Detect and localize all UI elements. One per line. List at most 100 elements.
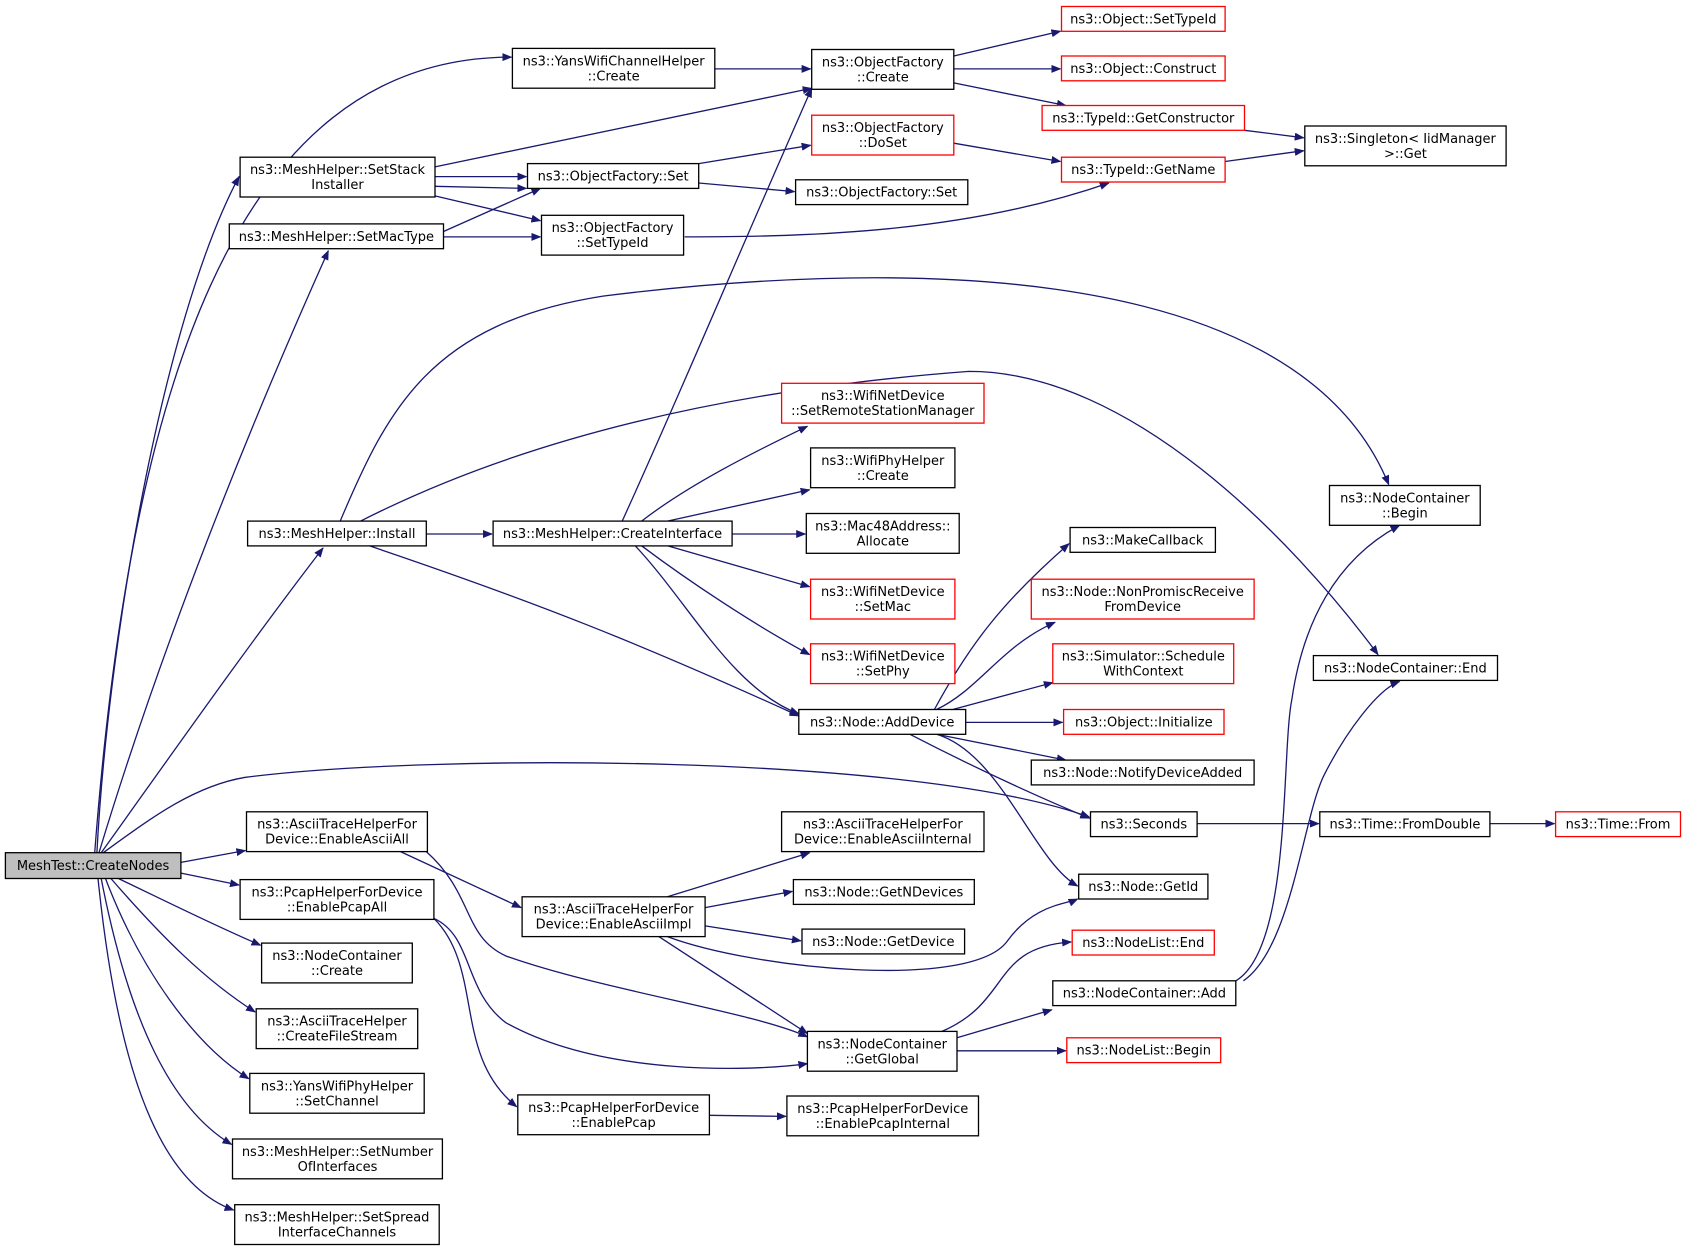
node-label: InterfaceChannels (278, 1226, 397, 1241)
call-edge-54 (658, 936, 809, 1035)
call-edge-34 (667, 487, 811, 522)
node-box (245, 811, 429, 853)
function-node[interactable]: ns3::NodeContainer::End (1312, 654, 1499, 682)
call-edge-9 (104, 878, 250, 1080)
node-label: ns3::WifiNetDevice (821, 650, 945, 665)
node-label: Installer (311, 178, 364, 193)
function-node[interactable]: ns3::MeshHelper::Install (246, 520, 427, 547)
function-node[interactable]: ns3::PcapHelperForDevice::EnablePcapInte… (786, 1095, 980, 1137)
node-label: ns3::MeshHelper::SetNumber (242, 1145, 434, 1160)
node-box (798, 708, 967, 735)
function-node[interactable]: ns3::Object::Initialize (1062, 708, 1225, 735)
function-node[interactable]: ns3::ObjectFactory::Set (794, 179, 969, 206)
function-node[interactable]: ns3::MeshHelper::SetSpreadInterfaceChann… (234, 1204, 440, 1246)
function-node[interactable]: ns3::Node::GetDevice (801, 928, 966, 955)
node-label: ns3::MeshHelper::SetStack (250, 163, 426, 178)
node-label: ns3::Node::GetNDevices (804, 886, 963, 901)
node-label: ::Create (588, 69, 640, 84)
node-label: ns3::ObjectFactory (552, 221, 674, 236)
call-edge-0 (94, 53, 513, 853)
node-label: ns3::MeshHelper::CreateInterface (503, 527, 722, 542)
node-label: ns3::Object::Initialize (1075, 715, 1213, 730)
call-edge-50 (667, 851, 811, 898)
function-node[interactable]: ns3::Singleton< IidManager>::Get (1304, 125, 1507, 167)
function-node[interactable]: ns3::MeshHelper::SetMacType (228, 223, 445, 250)
edges (94, 29, 1556, 1211)
call-edge-31 (369, 545, 800, 717)
function-node[interactable]: ns3::ObjectFactory::DoSet (811, 114, 955, 156)
function-node[interactable]: ns3::AsciiTraceHelper::CreateFileStream (255, 1008, 419, 1050)
function-node[interactable]: ns3::Node::NotifyDeviceAdded (1030, 759, 1255, 786)
function-node[interactable]: ns3::MakeCallback (1069, 526, 1217, 553)
root-node[interactable]: MeshTest::CreateNodes (4, 852, 182, 880)
function-node[interactable]: ns3::AsciiTraceHelperForDevice::EnableAs… (521, 896, 706, 938)
function-node[interactable]: ns3::ObjectFactory::Set (526, 162, 700, 190)
call-edge-27 (434, 86, 813, 168)
node-box (1041, 104, 1246, 131)
function-node[interactable]: ns3::AsciiTraceHelperForDevice::EnableAs… (780, 811, 985, 853)
node-box (517, 1094, 711, 1136)
function-node[interactable]: ns3::WifiNetDevice::SetMac (809, 578, 956, 620)
call-edge-17 (1225, 147, 1305, 163)
function-node[interactable]: ns3::MeshHelper::CreateInterface (492, 520, 733, 547)
function-node[interactable]: ns3::Time::FromDouble (1319, 811, 1491, 838)
function-node[interactable]: ns3::PcapHelperForDevice::EnablePcapAll (239, 878, 435, 921)
function-node[interactable]: ns3::YansWifiPhyHelper::SetChannel (249, 1072, 425, 1114)
call-edge-13 (953, 29, 1062, 57)
call-edge-25 (434, 195, 542, 223)
function-node[interactable]: ns3::NodeList::End (1071, 929, 1215, 956)
function-node[interactable]: ns3::NodeContainer::GetGlobal (806, 1030, 958, 1072)
function-node[interactable]: ns3::TypeId::GetConstructor (1041, 104, 1246, 131)
node-label: Device::EnableAsciiAll (265, 833, 409, 848)
node-label: WithContext (1103, 665, 1183, 680)
function-node[interactable]: ns3::ObjectFactory::Create (811, 48, 955, 90)
node-label: ns3::NodeContainer::End (1324, 662, 1487, 677)
node-box (780, 382, 985, 424)
function-node[interactable]: ns3::Node::AddDevice (798, 708, 967, 735)
call-edge-57 (709, 1112, 787, 1121)
function-node[interactable]: ns3::ObjectFactory::SetTypeId (540, 214, 685, 256)
call-edge-15 (953, 82, 1067, 108)
node-label: ns3::Singleton< IidManager (1315, 132, 1497, 147)
function-node[interactable]: ns3::NodeList::Begin (1066, 1037, 1222, 1064)
node-label: Allocate (857, 535, 909, 550)
call-edge-36 (667, 545, 811, 589)
node-box (246, 520, 427, 547)
node-label: ns3::YansWifiChannelHelper (523, 54, 706, 69)
function-node[interactable]: ns3::Time::From (1554, 811, 1682, 838)
node-label: ::SetChannel (295, 1094, 378, 1109)
node-box (809, 578, 956, 620)
node-label: ns3::YansWifiPhyHelper (261, 1079, 414, 1094)
node-label: ns3::Object::SetTypeId (1070, 12, 1216, 27)
function-node[interactable]: ns3::WifiPhyHelper::Create (809, 447, 956, 489)
call-edge-41 (952, 681, 1054, 711)
node-label: ns3::WifiNetDevice (821, 585, 945, 600)
function-node[interactable]: ns3::TypeId::GetName (1060, 156, 1226, 183)
function-node[interactable]: ns3::Mac48Address::Allocate (805, 512, 960, 554)
function-node[interactable]: ns3::Object::SetTypeId (1060, 5, 1226, 32)
call-edge-61 (1235, 524, 1401, 982)
function-node[interactable]: ns3::YansWifiChannelHelper::Create (511, 47, 716, 89)
function-node[interactable]: ns3::NodeContainer::Create (260, 942, 413, 984)
function-node[interactable]: ns3::Node::GetId (1078, 873, 1209, 900)
node-box (239, 156, 436, 198)
function-node[interactable]: ns3::Node::GetNDevices (792, 878, 975, 906)
node-label: ::GetGlobal (845, 1052, 918, 1067)
function-node[interactable]: ns3::Seconds (1089, 811, 1198, 838)
function-node[interactable]: ns3::WifiNetDevice::SetRemoteStationMana… (780, 382, 985, 424)
function-node[interactable]: ns3::NodeContainer::Begin (1328, 484, 1481, 526)
call-edge-6 (175, 871, 240, 888)
function-node[interactable]: ns3::AsciiTraceHelperForDevice::EnableAs… (245, 811, 429, 853)
call-edge-52 (704, 925, 802, 944)
function-node[interactable]: ns3::Object::Construct (1060, 55, 1226, 82)
function-node[interactable]: ns3::NodeContainer::Add (1052, 980, 1237, 1007)
function-node[interactable]: ns3::PcapHelperForDevice::EnablePcap (517, 1094, 711, 1136)
call-edge-5 (175, 848, 247, 865)
function-node[interactable]: ns3::WifiNetDevice::SetPhy (809, 643, 956, 685)
node-label: ns3::MeshHelper::SetSpread (245, 1211, 430, 1226)
call-edge-51 (704, 889, 794, 909)
